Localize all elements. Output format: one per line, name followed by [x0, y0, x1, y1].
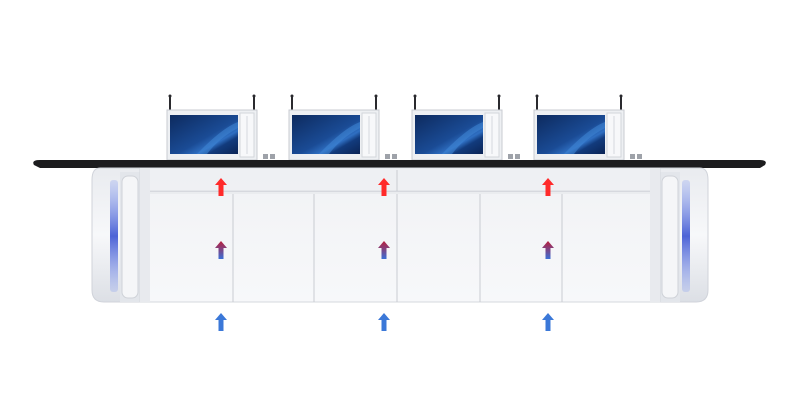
arrow-up-icon	[378, 313, 390, 331]
cabinet-panel-seams	[232, 194, 563, 302]
arrow-up-icon	[215, 313, 227, 331]
monitor-3	[411, 94, 520, 161]
monitor-row	[166, 94, 642, 161]
arrow-up-icon	[542, 241, 554, 259]
arrow-up-icon	[542, 178, 554, 196]
right-end-cap	[659, 167, 709, 303]
arrow-up-icon	[215, 178, 227, 196]
arrow-up-icon	[215, 241, 227, 259]
monitor-4	[533, 94, 642, 161]
airflow-arrows	[215, 178, 554, 331]
monitor-2	[288, 94, 397, 161]
left-end-cap	[91, 167, 141, 303]
arrow-up-icon	[378, 178, 390, 196]
desktop-surface	[33, 160, 766, 168]
cabinet-body	[139, 167, 661, 303]
monitor-1	[166, 94, 275, 161]
arrow-up-icon	[542, 313, 554, 331]
arrow-up-icon	[378, 241, 390, 259]
